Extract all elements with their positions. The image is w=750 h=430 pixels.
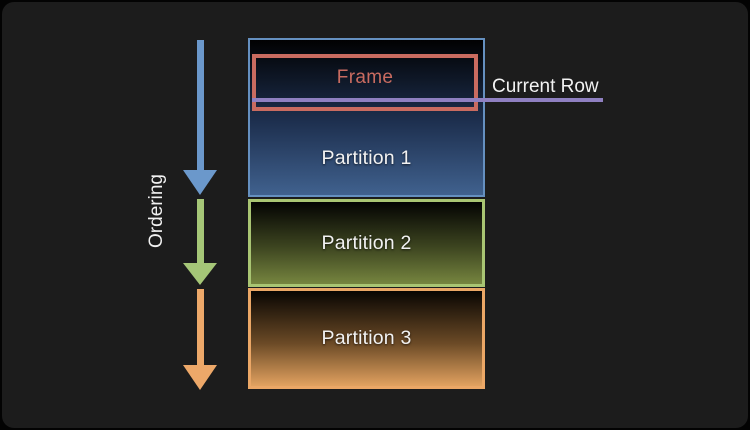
partition-3-label: Partition 3 [321,327,412,349]
arrow-head [183,365,217,390]
partition-2-box: Partition 2 [248,199,485,287]
ordering-arrow-green-icon [183,199,217,285]
partition-2-label: Partition 2 [321,231,412,254]
partition-1-box [248,38,485,197]
current-row-label: Current Row [492,76,599,97]
current-row-line [252,98,603,102]
partition-3-box: Partition 3 [248,288,485,389]
arrow-shaft [196,289,204,365]
frame-box: Frame [252,54,478,111]
ordering-arrow-orange-icon [183,289,217,390]
arrow-head [183,263,217,285]
arrow-shaft [196,199,204,263]
arrow-head [183,170,217,195]
partition-1-label: Partition 1 [321,147,412,169]
arrow-shaft [196,40,204,170]
frame-label: Frame [336,66,394,88]
ordering-arrow-blue-icon [183,40,217,195]
ordering-axis-label: Ordering [146,174,167,248]
